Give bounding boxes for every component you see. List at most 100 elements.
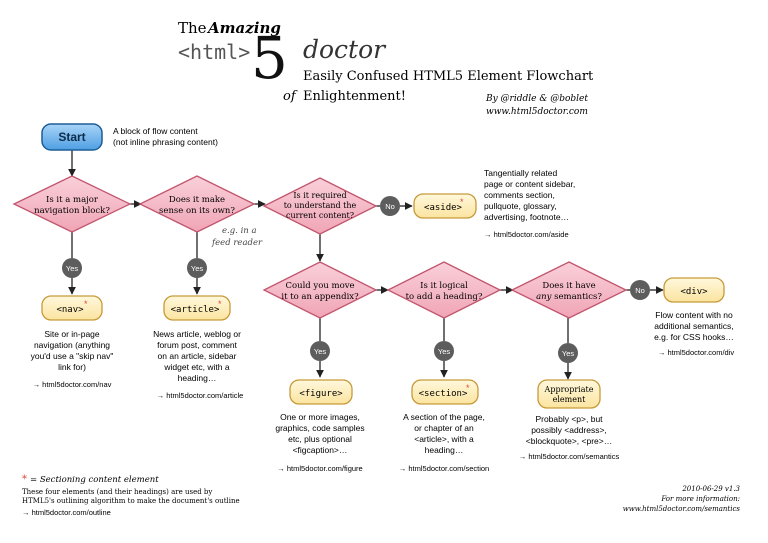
element-aside-label: <aside> xyxy=(424,203,463,213)
decision-heading: Is it logical to add a heading? xyxy=(386,261,502,319)
description-section-line: or chapter of an xyxy=(414,423,474,433)
element-figure: <figure> xyxy=(289,379,353,405)
description-nav-line: you'd use a "skip nav" xyxy=(31,351,114,361)
description-article-line: on an article, sidebar xyxy=(158,351,237,361)
decision-sense-line2: sense on its own? xyxy=(159,206,235,216)
legend-star: * xyxy=(22,474,27,485)
decision-nav: Is it a major navigation block? xyxy=(12,175,132,233)
yes-label-semantics: Yes xyxy=(562,349,574,358)
description-div-line: e.g. for CSS hooks… xyxy=(654,332,734,342)
decision-semantics: Does it have any semantics? xyxy=(510,261,628,319)
yes-label-nav: Yes xyxy=(66,264,78,273)
link-outline[interactable]: → html5doctor.com/outline xyxy=(22,508,111,517)
more-info: For more information: xyxy=(660,495,740,503)
yes-badge-heading xyxy=(434,341,454,361)
yes-label-appendix: Yes xyxy=(314,347,326,356)
header-amazing: Amazing xyxy=(206,19,281,37)
link-div[interactable]: → html5doctor.com/div xyxy=(658,348,735,357)
link-nav[interactable]: → html5doctor.com/nav xyxy=(33,380,112,389)
description-semantics-line: Probably <p>, but xyxy=(535,414,603,424)
description-figure: One or more images, graphics, code sampl… xyxy=(275,412,364,473)
description-aside-line: Tangentially related xyxy=(484,168,558,178)
description-article-line: forum post, comment xyxy=(157,340,237,350)
element-appropriate-line1: Appropriate xyxy=(544,385,594,394)
description-semantics: Probably <p>, but possibly <address>, <b… xyxy=(519,414,620,461)
link-section[interactable]: → html5doctor.com/section xyxy=(399,464,489,473)
link-figure[interactable]: → html5doctor.com/figure xyxy=(277,464,362,473)
element-section-label: <section> xyxy=(419,389,468,399)
element-figure-label: <figure> xyxy=(299,389,343,399)
decision-heading-line2: to add a heading? xyxy=(406,292,483,302)
description-nav-line: link for) xyxy=(58,362,86,372)
element-section: <section> * xyxy=(411,379,479,405)
element-article-star: * xyxy=(218,299,222,309)
description-aside-line: advertising, footnote… xyxy=(484,212,569,222)
description-article-line: News article, weblog or xyxy=(153,329,241,339)
decision-sense: Does it make sense on its own? xyxy=(138,175,256,233)
element-article-label: <article> xyxy=(171,305,220,315)
legend-outline-line2: HTML5's outlining algorithm to make the … xyxy=(22,497,240,505)
legend-sectioning: = Sectioning content element xyxy=(30,475,159,485)
site-url: www.html5doctor.com xyxy=(486,107,588,117)
start-note-line1: A block of flow content xyxy=(113,126,198,136)
byline: By @riddle & @boblet xyxy=(485,94,588,104)
no-label-required: No xyxy=(385,202,395,211)
description-nav-line: Site or in-page xyxy=(44,329,100,339)
description-div-line: Flow content with no xyxy=(655,310,733,320)
description-nav: Site or in-page navigation (anything you… xyxy=(31,329,114,389)
description-nav-line: navigation (anything xyxy=(34,340,110,350)
decision-nav-line2: navigation block? xyxy=(34,206,110,216)
description-div-line: additional semantics, xyxy=(654,321,733,331)
subtitle-line2: Enlightenment! xyxy=(303,89,406,104)
yes-badge-semantics xyxy=(558,343,578,363)
logo-html: <html> xyxy=(178,40,250,64)
description-aside-line: pullquote, glossary, xyxy=(484,201,557,211)
footer-info: 2010-06-29 v1.3 For more information: ww… xyxy=(623,485,741,513)
element-nav-label: <nav> xyxy=(56,305,84,315)
description-article-line: heading… xyxy=(178,373,217,383)
link-aside[interactable]: → html5doctor.com/aside xyxy=(484,230,569,239)
answer-badges: Yes Yes No Yes Yes Yes No xyxy=(62,196,650,363)
link-semantics[interactable]: → html5doctor.com/semantics xyxy=(519,452,620,461)
element-article: <article> * xyxy=(163,295,231,321)
feed-note-line2: feed reader xyxy=(211,238,263,248)
element-nav: <nav> * xyxy=(41,295,103,321)
description-div: Flow content with no additional semantic… xyxy=(654,310,734,357)
description-section-line: <article>, with a xyxy=(414,434,474,444)
start-label: Start xyxy=(58,130,85,144)
element-nav-star: * xyxy=(84,299,88,309)
header: The Amazing <html> 5 doctor Easily Confu… xyxy=(178,19,594,117)
no-badge-semantics xyxy=(630,280,650,300)
yes-label-heading: Yes xyxy=(438,347,450,356)
logo-doctor: doctor xyxy=(303,35,387,64)
decision-required-line2: to understand the xyxy=(284,201,357,210)
description-aside-line: comments section, xyxy=(484,190,555,200)
decision-sense-line1: Does it make xyxy=(169,195,225,205)
description-section-line: heading… xyxy=(425,445,464,455)
element-appropriate-line2: element xyxy=(553,395,587,404)
subtitle-of: of xyxy=(283,89,298,104)
element-div: <div> xyxy=(663,277,725,303)
decision-required-line1: Is it required xyxy=(293,191,346,200)
element-appropriate: Appropriate element xyxy=(537,379,601,409)
element-section-star: * xyxy=(466,383,470,393)
header-the: The xyxy=(178,19,207,37)
decision-appendix: Could you move it to an appendix? xyxy=(262,261,378,319)
version: 2010-06-29 v1.3 xyxy=(681,485,740,493)
element-aside: <aside> * xyxy=(413,193,477,219)
no-badge-required xyxy=(380,196,400,216)
feed-note-line1: e.g. in a xyxy=(222,226,257,236)
footer-legend: * = Sectioning content element These fou… xyxy=(22,474,240,517)
no-label-semantics: No xyxy=(635,286,645,295)
decision-semantics-line1: Does it have xyxy=(542,281,595,291)
description-semantics-line: possibly <address>, xyxy=(531,425,607,435)
yes-badge-sense xyxy=(187,258,207,278)
link-more-info[interactable]: www.html5doctor.com/semantics xyxy=(623,505,741,513)
decision-heading-line1: Is it logical xyxy=(420,281,468,291)
yes-badge-nav xyxy=(62,258,82,278)
element-aside-star: * xyxy=(460,197,464,207)
start-note-line2: (not inline phrasing content) xyxy=(113,137,218,147)
link-article[interactable]: → html5doctor.com/article xyxy=(157,391,244,400)
description-aside-line: page or content sidebar, xyxy=(484,179,575,189)
